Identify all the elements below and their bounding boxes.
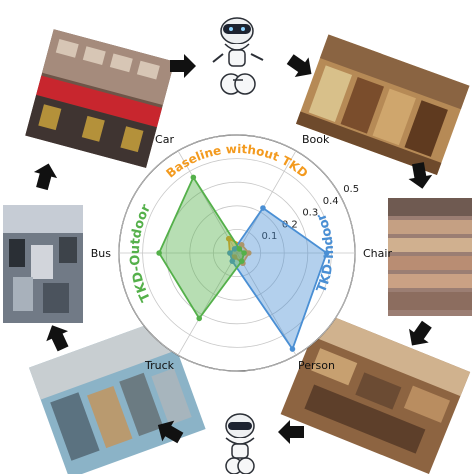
radar-spoke [177,252,238,356]
data-point [229,258,236,264]
series-label-text: TKD-Indoor [314,211,337,295]
black-arrow-icon [33,163,58,191]
data-point [238,242,245,248]
black-arrow-icon [286,54,312,77]
data-point [156,250,162,256]
data-point [196,315,203,322]
r-tick-label: 0.2 [282,219,298,230]
r-tick-label: 0.4 [323,196,339,207]
r-tick-label: 0.1 [261,231,277,242]
reading-room-photo [280,312,471,474]
shopping-street-photo [29,318,206,474]
black-arrow-icon [170,54,196,78]
axis-label-chair: Chair [363,247,392,260]
data-point [238,258,245,264]
data-point [190,174,197,181]
robot-icon [212,17,264,95]
axis-label-bus: Bus [91,247,112,260]
black-arrow-icon [278,420,304,444]
data-point [225,235,232,242]
data-point [323,250,330,256]
black-arrow-icon [408,162,433,189]
radar-spoke [236,150,297,254]
axis-label-book: Book [302,133,330,146]
axis-label-truck: Truck [144,359,175,372]
data-point [231,254,238,260]
street-traffic-photo [3,205,83,323]
data-point [236,246,243,252]
data-point [241,250,247,256]
black-arrow-icon [157,420,184,444]
arrows [33,54,433,444]
data-point [246,250,252,256]
library-photo [295,34,470,176]
black-arrow-icon [46,325,69,352]
data-point [289,346,296,352]
r-tick-label: 0.5 [343,184,359,195]
data-point [231,246,238,252]
data-point [260,205,266,211]
city-market-photo [25,29,175,168]
radar-spoke [177,150,238,254]
r-tick-label: 0.3 [302,208,318,219]
black-arrow-icon [409,320,432,346]
series-label: TKD-Indoor [314,211,337,295]
data-point [227,250,233,256]
bookshelf-photo [388,198,472,316]
axis-label-car: Car [155,133,174,146]
radar-spoke [236,252,297,356]
robot-icon [225,413,255,474]
axis-label-person: Person [298,359,335,372]
